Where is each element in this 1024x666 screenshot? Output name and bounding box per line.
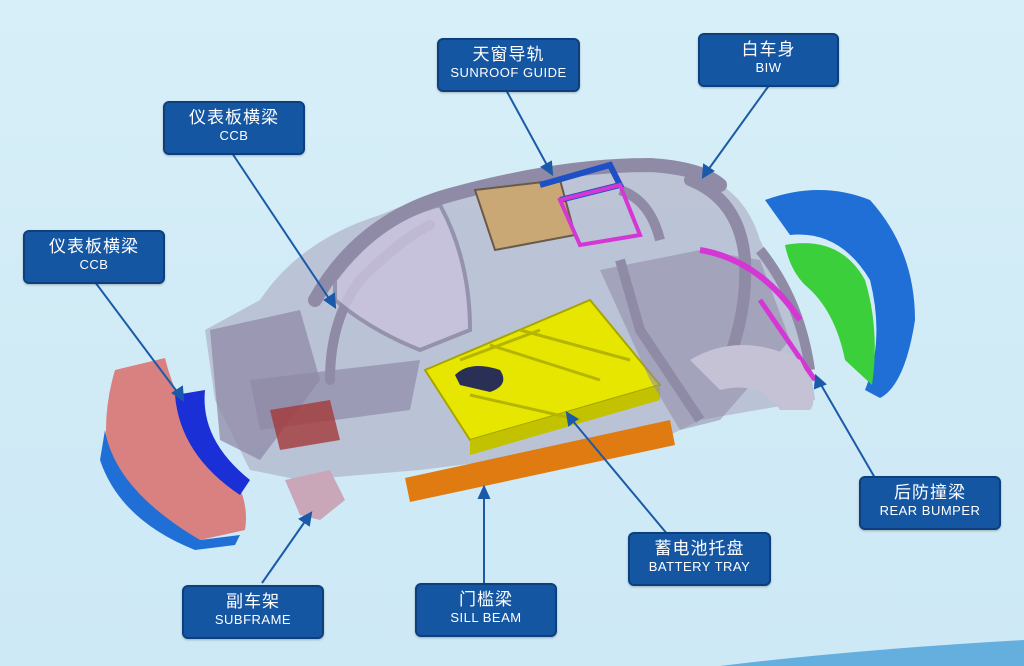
label-sunroof-zh: 天窗导轨 [472, 45, 545, 65]
label-ccb-lower-en: CCB [79, 257, 109, 272]
corner-band [720, 640, 1024, 666]
label-sill-beam-zh: 门槛梁 [459, 590, 513, 610]
label-rear-bumper-en: REAR BUMPER [879, 503, 981, 518]
label-ccb-lower: 仪表板横梁 CCB [23, 230, 165, 284]
leader-ccb-lower [94, 281, 179, 394]
label-battery-tray-en: BATTERY TRAY [648, 559, 751, 574]
label-ccb-upper-en: CCB [219, 128, 249, 143]
leader-lines [94, 83, 876, 584]
label-sunroof-en: SUNROOF GUIDE [450, 65, 567, 80]
rear-bumper-part [765, 190, 915, 398]
leader-ccb-upper [229, 149, 331, 301]
label-biw-en: BIW [755, 60, 782, 75]
leader-rear-bumper [819, 382, 876, 479]
label-ccb-upper-zh: 仪表板横梁 [189, 108, 279, 128]
leader-biw [707, 83, 771, 171]
windshield [333, 202, 473, 353]
subframe-part [285, 470, 345, 520]
front-crash-beam [175, 390, 250, 495]
front-bumper-part [106, 358, 246, 540]
label-rear-bumper-zh: 后防撞梁 [894, 483, 966, 503]
label-subframe: 副车架 SUBFRAME [182, 585, 324, 639]
label-sill-beam: 门槛梁 SILL BEAM [415, 583, 557, 637]
label-battery-tray: 蓄电池托盘 BATTERY TRAY [628, 532, 771, 586]
sunroof-part [473, 161, 643, 252]
label-sill-beam-en: SILL BEAM [450, 610, 522, 625]
label-ccb-lower-zh: 仪表板横梁 [49, 237, 139, 257]
leader-battery [571, 419, 669, 536]
label-ccb-upper: 仪表板横梁 CCB [163, 101, 305, 155]
label-sunroof-guide: 天窗导轨 SUNROOF GUIDE [437, 38, 580, 92]
label-subframe-en: SUBFRAME [214, 612, 292, 627]
label-rear-bumper: 后防撞梁 REAR BUMPER [859, 476, 1001, 530]
label-biw: 白车身 BIW [698, 33, 839, 87]
rear-bumper-inner [785, 243, 875, 385]
leader-subframe [261, 519, 307, 584]
leader-sunroof [504, 87, 549, 168]
label-battery-tray-zh: 蓄电池托盘 [654, 539, 745, 559]
battery-tray-part [423, 298, 662, 455]
label-subframe-zh: 副车架 [226, 592, 280, 612]
car-body-illustration [100, 157, 915, 550]
sill-beam-part [405, 420, 675, 502]
label-biw-zh: 白车身 [741, 40, 796, 60]
